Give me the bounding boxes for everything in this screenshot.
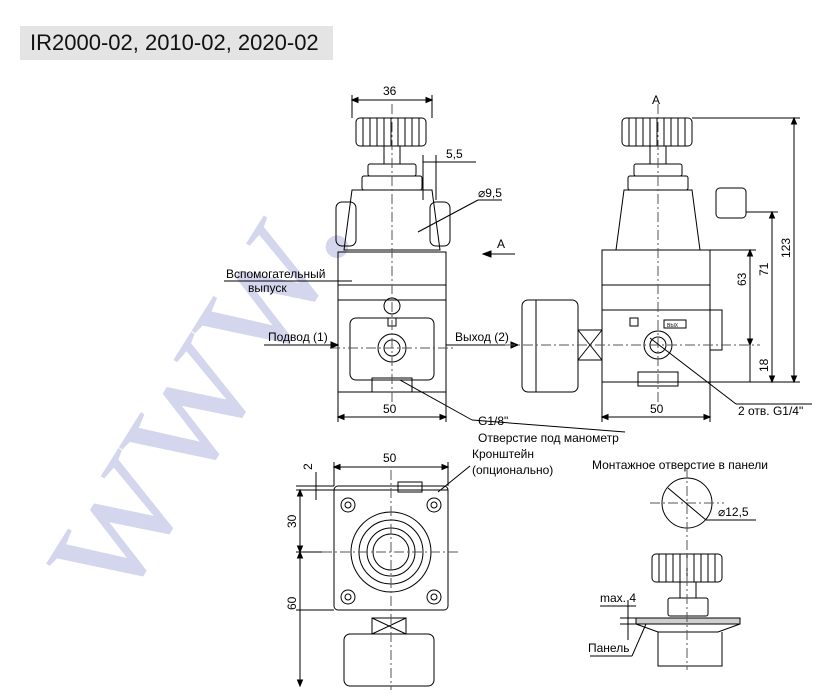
- front-view-arrow-label: A: [497, 237, 505, 251]
- body-marking: ВЫХ: [667, 323, 679, 329]
- bottom-dim-2: 2: [301, 463, 315, 470]
- side-dim-50: 50: [650, 402, 664, 416]
- front-dim-diameter: ⌀9,5: [478, 186, 502, 200]
- side-dim-18: 18: [757, 358, 771, 372]
- title-box: IR2000-02, 2010-02, 2020-02: [20, 26, 333, 60]
- panel-dim-max: max. 4: [600, 591, 636, 605]
- front-dim-36: 36: [383, 84, 397, 98]
- side-view-label: A: [652, 93, 660, 107]
- panel-dim-hole: ⌀12,5: [718, 505, 749, 519]
- panel-detail: [590, 468, 756, 670]
- bottom-dim-30: 30: [285, 514, 299, 528]
- front-view-labels: 36 5,5 ⌀9,5 A Вспомогательный выпуск Под…: [226, 84, 619, 445]
- bracket-label-line2: (опционально): [472, 463, 553, 477]
- bottom-view-labels: 50 2 30 60 Кронштейн (опционально): [285, 447, 553, 610]
- side-dim-63: 63: [735, 272, 749, 286]
- side-view: [505, 104, 812, 422]
- gauge-port-label: Отверстие под манометр: [478, 431, 619, 445]
- panel-detail-title: Монтажное отверстие в панели: [592, 458, 768, 472]
- panel-detail-labels: Монтажное отверстие в панели ⌀12,5 max. …: [588, 458, 768, 655]
- gauge-thread: G1/8": [478, 414, 508, 428]
- side-dim-71: 71: [757, 262, 771, 276]
- inlet-label: Подвод (1): [268, 330, 328, 344]
- side-dim-123: 123: [779, 238, 793, 258]
- bottom-dim-50: 50: [383, 451, 397, 465]
- drawing-title: IR2000-02, 2010-02, 2020-02: [30, 30, 319, 55]
- side-view-labels: A 123 71 63 18 50 2 отв. G1/4" ВЫХ: [650, 93, 803, 418]
- front-dim-5-5: 5,5: [446, 147, 463, 161]
- ports-label: 2 отв. G1/4": [738, 404, 803, 418]
- front-dim-50: 50: [383, 402, 397, 416]
- front-view: [224, 95, 626, 433]
- side-body: [601, 249, 711, 383]
- bottom-dim-60: 60: [285, 596, 299, 610]
- aux-exhaust-line1: Вспомогательный: [226, 267, 325, 281]
- panel-label: Панель: [588, 641, 629, 655]
- aux-exhaust-line2: выпуск: [248, 281, 287, 295]
- bottom-view: [296, 462, 471, 690]
- outlet-label: Выход (2): [455, 330, 509, 344]
- bracket-label-line1: Кронштейн: [472, 447, 534, 461]
